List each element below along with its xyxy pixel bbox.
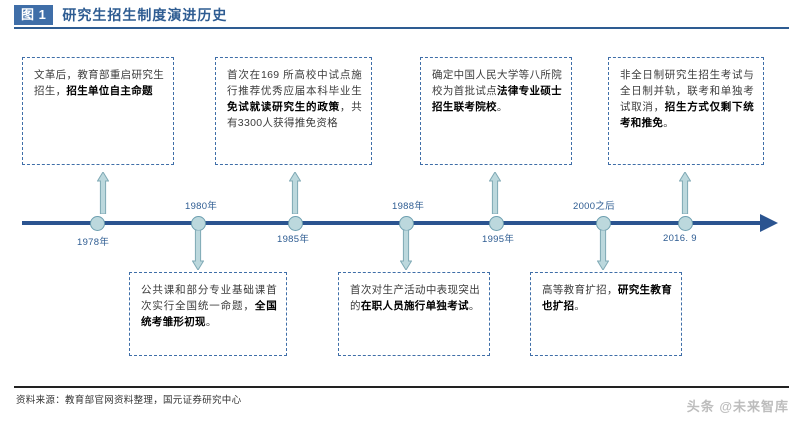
timeline-node-1980[interactable] xyxy=(191,215,206,231)
connector-arrow-up-1995 xyxy=(489,172,501,214)
event-box-2016-text: 非全日制研究生招生考试与全日制并轨，联考和单独考试取消，招生方式仅剩下统考和推免… xyxy=(620,69,754,129)
footer-divider xyxy=(14,386,789,388)
event-box-1980: 公共课和部分专业基础课首次实行全国统一命题，全国统考雏形初现。 xyxy=(129,272,287,356)
event-box-2016: 非全日制研究生招生考试与全日制并轨，联考和单独考试取消，招生方式仅剩下统考和推免… xyxy=(608,57,764,165)
timeline-node-1985[interactable] xyxy=(288,215,303,231)
connector-arrow-down-1988 xyxy=(400,230,412,270)
event-box-2000: 高等教育扩招，研究生教育也扩招。 xyxy=(530,272,682,356)
connector-arrow-up-1978 xyxy=(97,172,109,214)
event-box-1980-text: 公共课和部分专业基础课首次实行全国统一命题，全国统考雏形初现。 xyxy=(141,284,277,328)
timeline-year-label-1988: 1988年 xyxy=(392,201,425,212)
event-box-1995: 确定中国人民大学等八所院校为首批试点法律专业硕士招生联考院校。 xyxy=(420,57,572,165)
figure-number-badge: 图 1 xyxy=(14,5,54,25)
connector-arrow-down-1980 xyxy=(192,230,204,270)
timeline-node-2016[interactable] xyxy=(678,215,693,231)
timeline-node-1995[interactable] xyxy=(489,215,504,231)
timeline-year-label-1978: 1978年 xyxy=(77,237,110,248)
timeline-year-label-1985: 1985年 xyxy=(277,234,310,245)
page-title: 研究生招生制度演进历史 xyxy=(62,7,228,23)
timeline-arrowhead-icon xyxy=(760,214,778,232)
timeline-year-label-1995: 1995年 xyxy=(482,234,515,245)
event-box-1978: 文革后，教育部重启研究生招生，招生单位自主命题 xyxy=(22,57,174,165)
timeline-node-1978[interactable] xyxy=(90,215,105,231)
connector-arrow-up-2016 xyxy=(679,172,691,214)
title-divider xyxy=(14,27,789,29)
connector-arrow-down-2000 xyxy=(597,230,609,270)
timeline-node-2000[interactable] xyxy=(596,215,611,231)
event-box-1978-text: 文革后，教育部重启研究生招生，招生单位自主命题 xyxy=(34,69,164,97)
event-box-1985-text: 首次在169 所高校中试点施行推荐优秀应届本科毕业生免试就读研究生的政策，共有3… xyxy=(227,69,362,129)
event-box-1988: 首次对生产活动中表现突出的在职人员施行单独考试。 xyxy=(338,272,490,356)
event-box-2000-text: 高等教育扩招，研究生教育也扩招。 xyxy=(542,284,673,312)
timeline-year-label-2000: 2000之后 xyxy=(573,201,615,212)
watermark-label: 头条 @未来智库 xyxy=(686,399,789,414)
timeline-year-label-2016: 2016. 9 xyxy=(663,233,697,244)
source-note: 资料来源：教育部官网资料整理，国元证券研究中心 xyxy=(16,395,242,406)
timeline-node-1988[interactable] xyxy=(399,215,414,231)
figure-header: 图 1 研究生招生制度演进历史 xyxy=(14,4,227,26)
connector-arrow-up-1985 xyxy=(289,172,301,214)
timeline-axis xyxy=(22,221,762,225)
event-box-1985: 首次在169 所高校中试点施行推荐优秀应届本科毕业生免试就读研究生的政策，共有3… xyxy=(215,57,372,165)
event-box-1995-text: 确定中国人民大学等八所院校为首批试点法律专业硕士招生联考院校。 xyxy=(432,69,562,113)
event-box-1988-text: 首次对生产活动中表现突出的在职人员施行单独考试。 xyxy=(350,284,480,312)
timeline-year-label-1980: 1980年 xyxy=(185,201,218,212)
